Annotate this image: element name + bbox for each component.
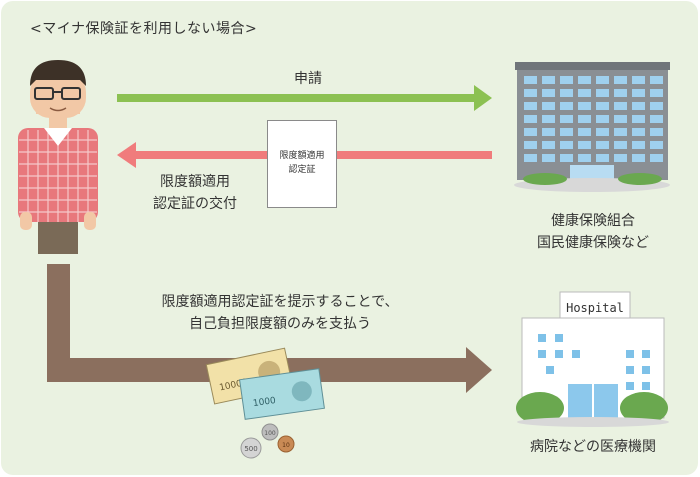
apply-label: 申請: [294, 71, 322, 87]
office-window: [596, 102, 609, 110]
office-window: [524, 102, 537, 110]
office-window: [596, 128, 609, 136]
issue-label-line-1: 限度額適用: [160, 174, 230, 190]
payment-label-line-1: 限度額適用認定証を提示することで、: [161, 294, 399, 310]
office-window: [650, 102, 663, 110]
office-window: [560, 76, 573, 84]
office-window: [614, 128, 627, 136]
office-window: [632, 89, 645, 97]
certificate-card-line-2: 認定証: [288, 165, 316, 175]
bill-2-label: 1000: [252, 396, 276, 409]
apply-arrow: [117, 85, 492, 111]
office-window: [632, 128, 645, 136]
payment-label: 限度額適用認定証を提示することで、 自己負担限度額のみを支払う: [120, 291, 440, 335]
office-window: [542, 76, 555, 84]
office-window: [560, 89, 573, 97]
office-window: [632, 141, 645, 149]
office-window: [578, 115, 591, 123]
hospital-building-icon: [516, 291, 669, 427]
office-window: [614, 115, 627, 123]
coin-3-label: 10: [282, 442, 290, 449]
office-window: [614, 154, 627, 162]
office-window: [542, 128, 555, 136]
hospital-label: 病院などの医療機関: [530, 439, 656, 455]
office-window: [524, 115, 537, 123]
office-window: [614, 89, 627, 97]
office-window: [632, 154, 645, 162]
coin-1-label: 100: [264, 430, 276, 437]
office-window: [650, 154, 663, 162]
office-window: [650, 115, 663, 123]
diagram-title: <マイナ保険証を利用しない場合>: [30, 21, 258, 37]
office-window: [542, 115, 555, 123]
office-window: [578, 154, 591, 162]
office-window: [596, 141, 609, 149]
office-window: [650, 128, 663, 136]
office-window: [560, 102, 573, 110]
office-window: [524, 141, 537, 149]
hospital-sign: Hospital: [566, 301, 624, 315]
office-window: [542, 141, 555, 149]
office-window: [524, 154, 537, 162]
certificate-card: 限度額適用 認定証: [267, 120, 337, 208]
office-window: [578, 141, 591, 149]
office-window: [524, 128, 537, 136]
office-window: [578, 76, 591, 84]
office-window: [596, 154, 609, 162]
office-window: [524, 89, 537, 97]
office-window: [650, 141, 663, 149]
insurer-label-line-1: 健康保険組合: [551, 213, 635, 229]
issue-label-line-2: 認定証の交付: [153, 196, 237, 212]
office-window: [560, 154, 573, 162]
office-window: [632, 76, 645, 84]
office-window: [650, 89, 663, 97]
office-window: [614, 102, 627, 110]
insurer-label-line-2: 国民健康保険など: [537, 235, 649, 251]
person-icon: [18, 60, 98, 254]
office-window: [578, 102, 591, 110]
coin-2-label: 500: [244, 445, 257, 453]
office-window: [632, 102, 645, 110]
office-window: [650, 76, 663, 84]
office-window: [614, 76, 627, 84]
office-window: [596, 76, 609, 84]
office-window: [560, 141, 573, 149]
office-window: [542, 102, 555, 110]
insurer-label: 健康保険組合 国民健康保険など: [518, 210, 668, 254]
issue-label: 限度額適用 認定証の交付: [135, 171, 255, 215]
office-window: [542, 89, 555, 97]
office-window: [614, 141, 627, 149]
office-window: [542, 154, 555, 162]
office-window: [560, 128, 573, 136]
money-icon: 10000 1000 100 500 10: [205, 347, 325, 459]
office-window: [524, 76, 537, 84]
office-window: [596, 115, 609, 123]
office-window: [632, 115, 645, 123]
payment-label-line-2: 自己負担限度額のみを支払う: [189, 316, 371, 332]
office-window: [560, 115, 573, 123]
office-window: [578, 128, 591, 136]
office-building-icon: [514, 62, 670, 192]
certificate-card-line-1: 限度額適用: [279, 151, 325, 161]
office-window: [578, 89, 591, 97]
office-window: [596, 89, 609, 97]
